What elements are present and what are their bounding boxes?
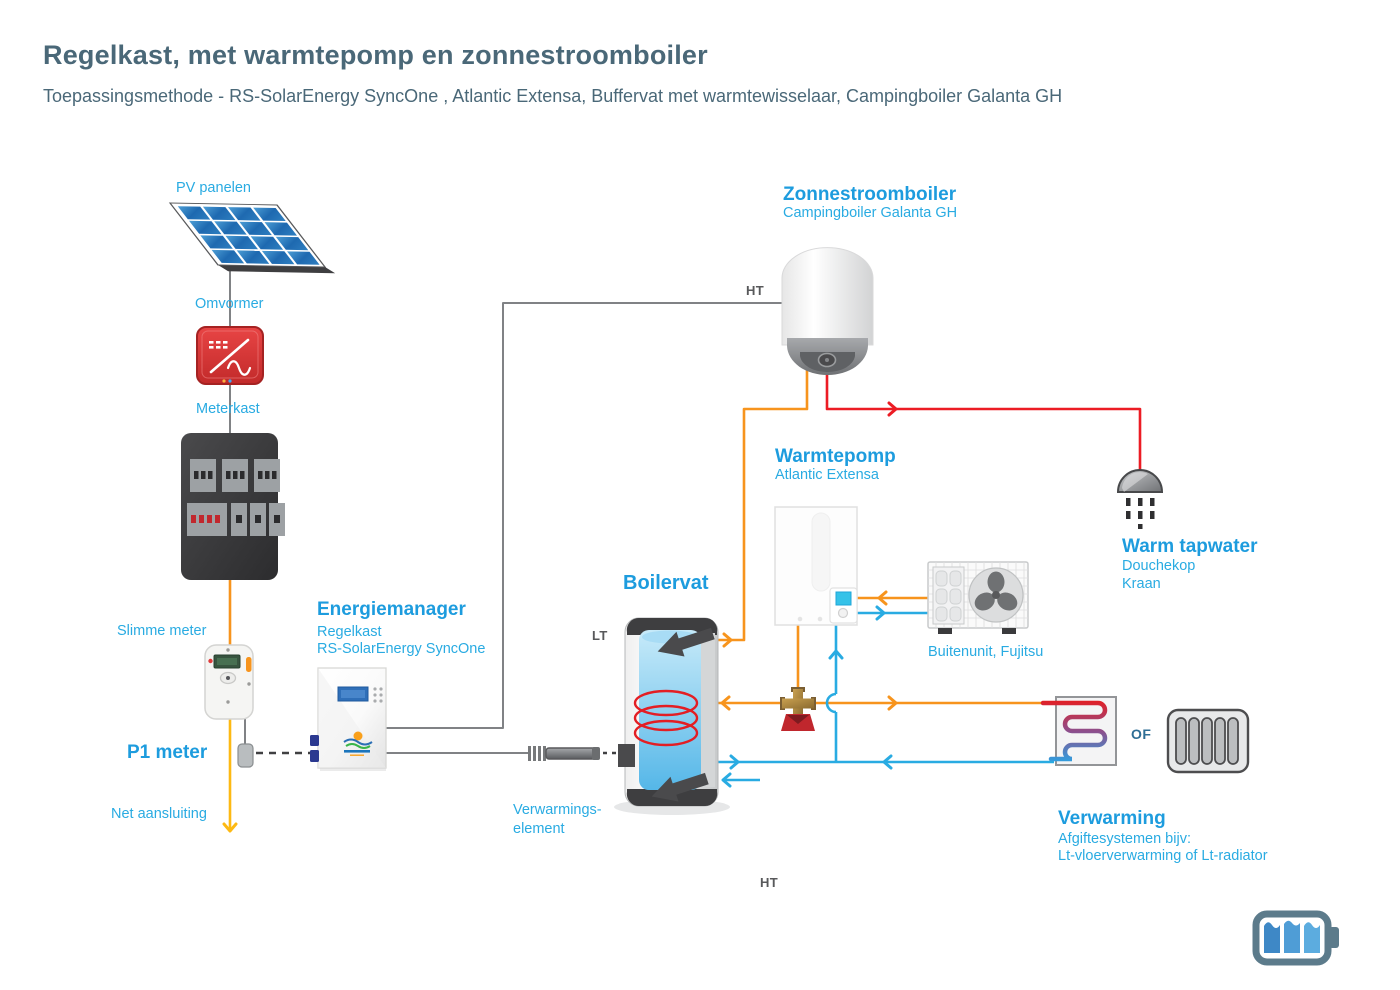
label-energiemanager-sub2: RS-SolarEnergy SyncOne xyxy=(317,641,486,657)
pv-panel-icon xyxy=(168,202,336,274)
boilervat-icon xyxy=(614,617,730,815)
label-verwarming-sub1: Afgiftesystemen bijv: xyxy=(1058,831,1191,847)
label-meterkast: Meterkast xyxy=(196,401,260,417)
label-omvormer: Omvormer xyxy=(195,296,264,312)
arrow-left xyxy=(877,590,888,606)
pipe-boiler-to-shower xyxy=(825,366,1142,470)
three-way-valve-icon xyxy=(780,687,816,731)
arrow-down xyxy=(222,822,238,833)
energiemanager-icon xyxy=(310,667,387,771)
buitenunit-icon xyxy=(927,561,1029,634)
warmtepomp-indoor-icon xyxy=(774,506,858,626)
energiemanager-logo xyxy=(343,731,373,756)
label-warmtepomp-title: Warmtepomp xyxy=(775,446,896,467)
radiator-icon xyxy=(1166,708,1250,774)
arrow-left xyxy=(720,695,731,711)
arrow-right xyxy=(887,695,898,711)
label-verwarming-title: Verwarming xyxy=(1058,808,1166,829)
arrow-right xyxy=(729,754,740,770)
page-subtitle: Toepassingsmethode - RS-SolarEnergy Sync… xyxy=(43,86,1063,106)
label-boilervat: Boilervat xyxy=(623,572,709,594)
label-of: OF xyxy=(1131,726,1152,742)
p1-connector-icon xyxy=(237,743,254,768)
label-warm-tapwater-sub2: Kraan xyxy=(1122,576,1161,592)
heating-element-icon xyxy=(528,746,600,761)
label-energiemanager-title: Energiemanager xyxy=(317,599,466,620)
label-slimme-meter: Slimme meter xyxy=(117,623,207,639)
battery-logo-icon xyxy=(1252,910,1339,966)
label-zonnestroomboiler-title: Zonnestroomboiler xyxy=(783,184,957,205)
label-warm-tapwater-sub1: Douchekop xyxy=(1122,558,1196,574)
label-verwarmingselement-2: element xyxy=(513,821,565,837)
inverter-icon xyxy=(196,326,264,385)
pipe-tank-to-zonneboiler xyxy=(716,368,809,642)
label-verwarming-sub2: Lt-vloerverwarming of Lt-radiator xyxy=(1058,848,1268,864)
label-ht-top: HT xyxy=(746,283,765,298)
pipe-return-hop xyxy=(825,692,837,714)
label-net-aansluiting: Net aansluiting xyxy=(111,806,207,822)
label-pv-panelen: PV panelen xyxy=(176,180,251,196)
arrow-up xyxy=(828,649,844,660)
label-energiemanager-sub1: Regelkast xyxy=(317,624,382,640)
arrow-left xyxy=(721,772,732,788)
label-ht-bottom: HT xyxy=(760,875,779,890)
flow-arrows xyxy=(222,401,898,833)
arrow-right xyxy=(875,605,886,621)
label-verwarmingselement-1: Verwarmings- xyxy=(513,802,602,818)
arrow-right xyxy=(722,632,733,648)
floor-heating-icon xyxy=(1040,696,1117,766)
label-warmtepomp-sub: Atlantic Extensa xyxy=(775,467,879,483)
label-lt: LT xyxy=(592,628,608,643)
arrow-left xyxy=(882,754,893,770)
zonnestroomboiler-icon xyxy=(781,247,874,376)
label-buitenunit: Buitenunit, Fujitsu xyxy=(928,644,1044,660)
label-warm-tapwater-title: Warm tapwater xyxy=(1122,536,1258,557)
label-zonnestroomboiler-sub: Campingboiler Galanta GH xyxy=(783,205,958,221)
meterkast-icon xyxy=(181,433,285,580)
pipe-ht-control xyxy=(386,302,782,729)
arrow-right xyxy=(887,401,898,417)
page-title: Regelkast, met warmtepomp en zonnestroom… xyxy=(43,40,708,70)
smart-meter-icon xyxy=(204,644,254,720)
shower-head-icon xyxy=(1116,469,1164,529)
label-p1-meter: P1 meter xyxy=(127,742,208,763)
